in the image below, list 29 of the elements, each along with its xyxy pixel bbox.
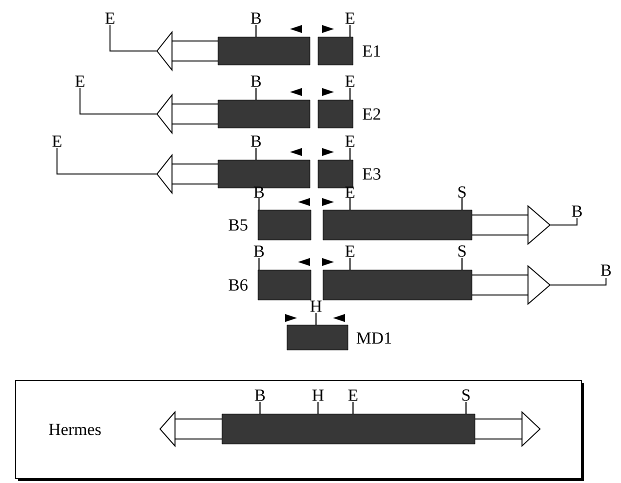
clone-label: E1 [362,45,380,57]
site-label: B [600,264,611,276]
site-label: E [345,246,354,257]
site-label: B [572,206,582,217]
site-label: E [105,12,114,24]
site-label: B [254,390,265,401]
element-name: Hermes [49,424,101,436]
site-label: E [345,186,354,198]
site-label: S [458,245,466,257]
site-label: B [254,186,264,198]
clone-label: E2 [362,108,380,120]
site-label: B [250,136,261,147]
site-label: E [345,136,354,147]
site-label: E [345,12,354,24]
site-label: B [250,12,261,24]
site-label: S [458,186,466,198]
site-label: E [75,76,84,87]
clone-label: B5 [228,219,248,231]
site-label: S [462,389,470,401]
clone-label: E3 [362,168,380,180]
site-label: B [254,246,264,257]
site-label: E [52,136,62,147]
site-label: H [310,300,322,312]
site-label: B [250,76,261,87]
site-label: E [345,76,354,87]
clone-label: B6 [228,279,248,291]
clone-label: MD1 [356,332,392,344]
site-label: E [348,390,358,401]
site-label: H [312,390,324,401]
